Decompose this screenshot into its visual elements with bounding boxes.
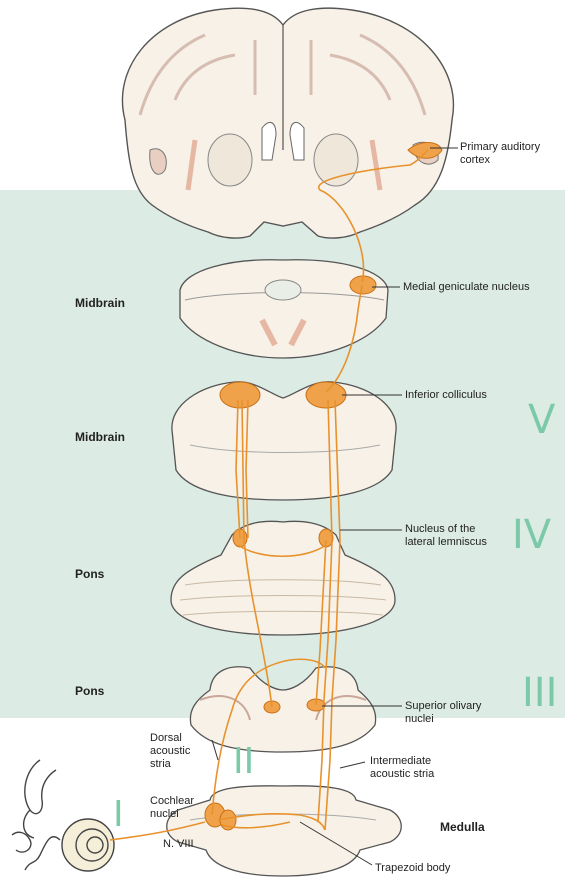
label-medial-geniculate-nucleus: Medial geniculate nucleus xyxy=(403,281,530,294)
label-primary-auditory-cortex: Primary auditory cortex xyxy=(460,141,540,167)
midbrain-lower-section xyxy=(172,382,396,500)
stage-numeral-v: V xyxy=(528,400,555,440)
level-label-pons-lower: Pons xyxy=(75,684,104,698)
stage-numeral-i: I xyxy=(113,795,124,835)
stage-numeral-ii: II xyxy=(233,742,254,782)
level-label-medulla: Medulla xyxy=(440,820,485,834)
level-label-pons-upper: Pons xyxy=(75,567,104,581)
label-dorsal-acoustic-stria: Dorsal acoustic stria xyxy=(150,732,190,771)
label-nucleus-lateral-lemniscus: Nucleus of the lateral lemniscus xyxy=(405,523,487,549)
cochlea xyxy=(12,760,114,871)
label-inferior-colliculus: Inferior colliculus xyxy=(405,389,487,402)
stage-numeral-iii: III xyxy=(522,673,557,713)
label-nerve-viii: N. VIII xyxy=(163,838,194,851)
label-cochlear-nuclei: Cochlear nuclei xyxy=(150,795,194,821)
label-trapezoid-body: Trapezoid body xyxy=(375,862,450,875)
level-label-midbrain-upper: Midbrain xyxy=(75,296,125,310)
cerebrum-section xyxy=(122,8,453,238)
label-intermediate-acoustic-stria: Intermediate acoustic stria xyxy=(370,755,434,781)
stage-numeral-iv: IV xyxy=(512,515,551,555)
label-superior-olivary-nuclei: Superior olivary nuclei xyxy=(405,700,481,726)
level-label-midbrain-lower: Midbrain xyxy=(75,430,125,444)
medulla-section xyxy=(167,786,402,876)
